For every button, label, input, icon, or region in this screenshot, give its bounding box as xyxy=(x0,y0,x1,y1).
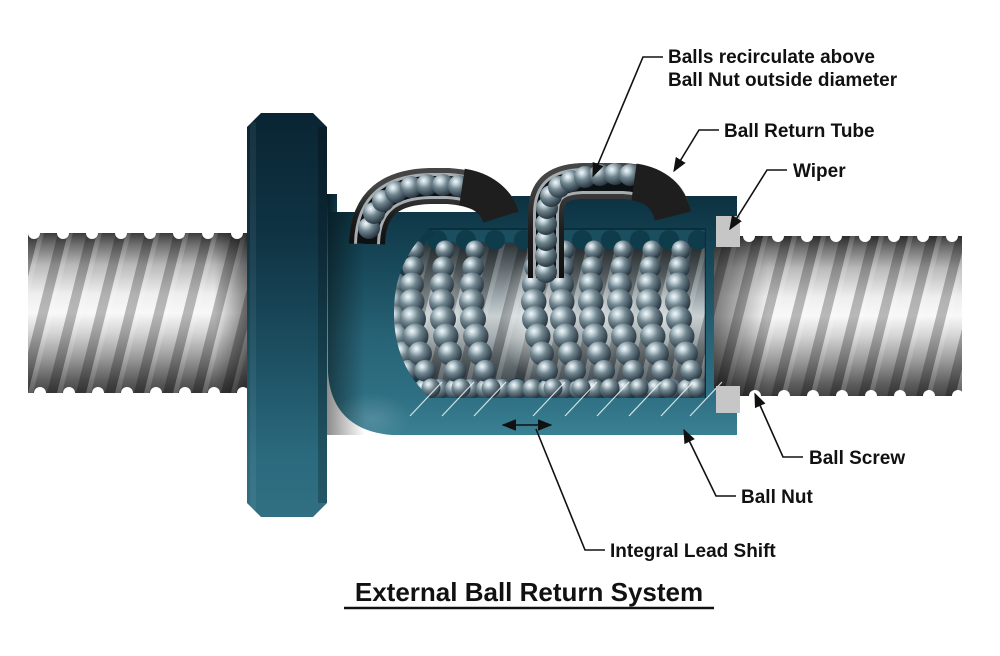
leader-integral-lead-shift xyxy=(535,428,605,551)
leader-wiper xyxy=(729,169,787,231)
ball-return-tube-right xyxy=(528,163,691,283)
nut-flange xyxy=(247,113,327,517)
ball-screw-left-segment xyxy=(28,227,250,399)
leader-ball-nut xyxy=(683,428,736,497)
wiper-bottom xyxy=(716,386,740,413)
wiper-top xyxy=(716,216,740,247)
annotations: Balls recirculate above Ball Nut outside… xyxy=(344,47,905,610)
thread-notches xyxy=(28,227,249,399)
tube-ball-chain xyxy=(358,174,470,239)
label-balls-recirculate-line2: Ball Nut outside diameter xyxy=(668,70,898,91)
leader-balls-recirculate xyxy=(592,56,663,178)
label-ball-nut: Ball Nut xyxy=(741,487,813,508)
ball-screw-right-segment xyxy=(714,230,964,402)
label-wiper: Wiper xyxy=(793,161,846,182)
label-ball-screw: Ball Screw xyxy=(809,448,905,469)
leader-ball-return-tube xyxy=(673,129,719,173)
ball-helix-columns xyxy=(394,240,706,398)
leader-ball-screw xyxy=(754,392,803,458)
ball-return-tube-left xyxy=(349,168,519,246)
label-integral-lead-shift: Integral Lead Shift xyxy=(610,541,776,562)
diagram-title: External Ball Return System xyxy=(355,577,703,607)
label-ball-return-tube: Ball Return Tube xyxy=(724,121,875,142)
label-balls-recirculate-line1: Balls recirculate above xyxy=(668,47,875,68)
